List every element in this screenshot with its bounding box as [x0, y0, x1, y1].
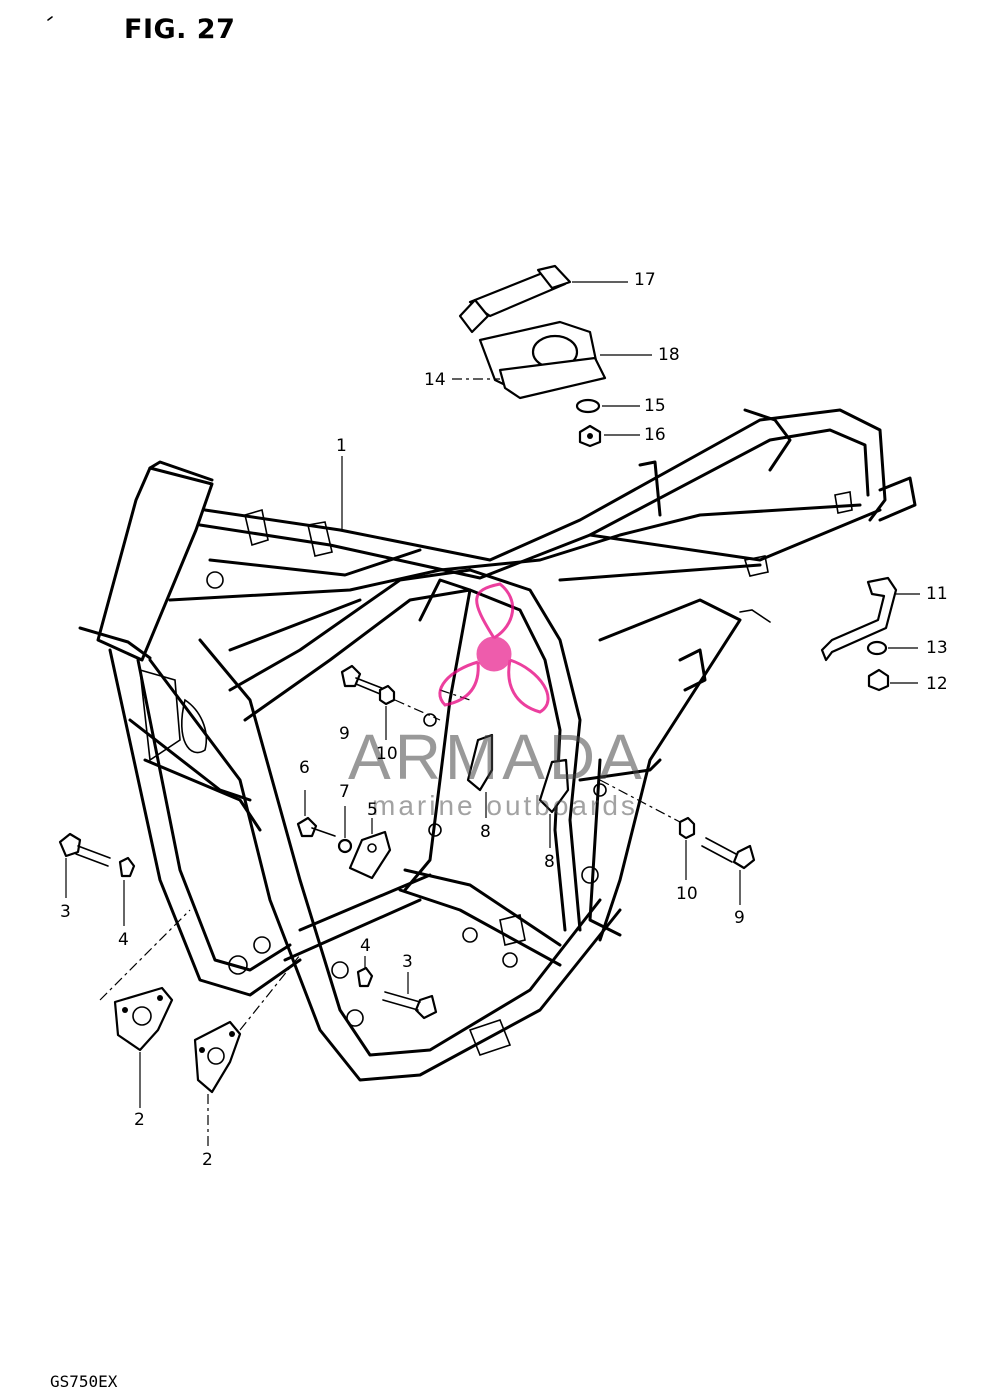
callout-11: 11 — [926, 584, 948, 604]
callout-10-right: 10 — [676, 884, 698, 904]
part-2-plate-right — [193, 954, 301, 1150]
part-10-nut-right — [599, 779, 696, 880]
callout-4-right: 4 — [360, 936, 371, 956]
callout-10-left: 10 — [376, 744, 398, 764]
callout-1: 1 — [336, 436, 347, 456]
callout-3-right: 3 — [402, 952, 413, 972]
callout-3-left: 3 — [60, 902, 71, 922]
callout-18: 18 — [658, 345, 680, 365]
frame-details — [139, 491, 853, 1056]
part-4-washer-right — [356, 956, 374, 988]
figure-title: FIG. 27 — [124, 14, 236, 45]
front-cradle — [108, 568, 622, 1082]
part-13-washer — [866, 640, 918, 656]
model-code: GS750EX — [50, 1372, 118, 1391]
callout-16: 16 — [644, 425, 666, 445]
watermark-name: ARMADA — [348, 721, 646, 793]
callout-6: 6 — [299, 758, 310, 778]
part-11-bracket — [820, 576, 920, 662]
callout-8-left: 8 — [480, 822, 491, 842]
callout-13: 13 — [926, 638, 948, 658]
callout-15: 15 — [644, 396, 666, 416]
part-9-bolt-right — [701, 837, 756, 905]
part-8-plate-right — [538, 758, 570, 848]
part-16-nut — [578, 424, 640, 448]
part-3-bolt-left — [58, 832, 111, 898]
callout-4-left: 4 — [118, 930, 129, 950]
part-5-plate — [348, 818, 392, 880]
part-10-nut-left — [378, 684, 396, 740]
part-7-nut — [337, 806, 353, 854]
callout-12: 12 — [926, 674, 948, 694]
part-12-bolt — [867, 668, 918, 692]
part-15-washer — [575, 398, 640, 414]
part-8-plate-left — [466, 733, 494, 818]
part-4-washer-left — [118, 856, 136, 926]
callout-2-left: 2 — [134, 1110, 145, 1130]
callout-9-right: 9 — [734, 908, 745, 928]
callout-7: 7 — [339, 782, 350, 802]
rear-section — [283, 578, 742, 967]
callout-9-left: 9 — [339, 724, 350, 744]
part-3-bolt-right — [382, 972, 438, 1020]
callout-14: 14 — [424, 370, 446, 390]
part-6-bolt — [296, 790, 336, 838]
scan-mark — [47, 16, 53, 21]
watermark-tagline: marine outboards — [372, 790, 638, 821]
part-17-strap — [458, 264, 628, 334]
watermark-logo — [438, 582, 550, 714]
top-rails — [168, 408, 917, 652]
callout-17: 17 — [634, 270, 656, 290]
callout-2-right: 2 — [202, 1150, 213, 1170]
callout-8-right: 8 — [544, 852, 555, 872]
part-2-plate-left — [99, 909, 191, 1108]
callout-5: 5 — [367, 800, 378, 820]
part-18-cover — [452, 320, 652, 400]
steering-head — [78, 460, 214, 662]
